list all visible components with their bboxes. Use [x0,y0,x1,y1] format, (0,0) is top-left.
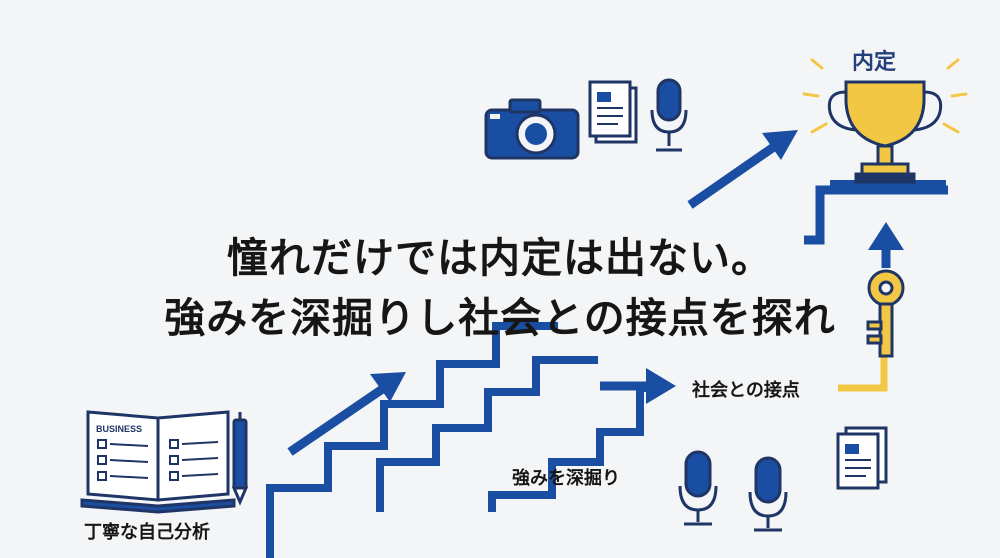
label-self-analysis: 丁寧な自己分析 [84,522,210,543]
key-icon [866,269,905,358]
microphone-icon [678,450,718,526]
label-dig-strengths: 強みを深掘り [512,468,620,489]
arrow-lower [287,372,406,456]
notebook-icon [80,410,236,514]
label-offer: 内定 [852,50,897,75]
document-icon [588,80,638,144]
headline-line1: 憧れだけでは内定は出ない。 [227,234,773,282]
arrow-up [868,222,904,268]
trophy-icon [827,80,943,184]
pen-icon [231,412,249,506]
staircase-middle [376,356,598,512]
goal-step-cap [830,180,946,189]
camera-icon [484,98,580,160]
microphone-icon [748,456,788,532]
gold-path [838,350,888,392]
microphone-icon [650,78,688,152]
staircase-label [488,384,660,512]
staircase-lower [266,322,558,558]
label-social-contact: 社会との接点 [692,380,800,401]
arrow-upper [687,130,798,209]
notebook-title: BUSINESS [96,424,142,434]
trophy-rays [802,58,968,134]
headline-line2: 強みを深掘りし社会との接点を探れ [164,294,836,342]
goal-step [804,185,948,245]
arrow-to-contact [600,368,676,404]
document-icon [836,426,888,490]
